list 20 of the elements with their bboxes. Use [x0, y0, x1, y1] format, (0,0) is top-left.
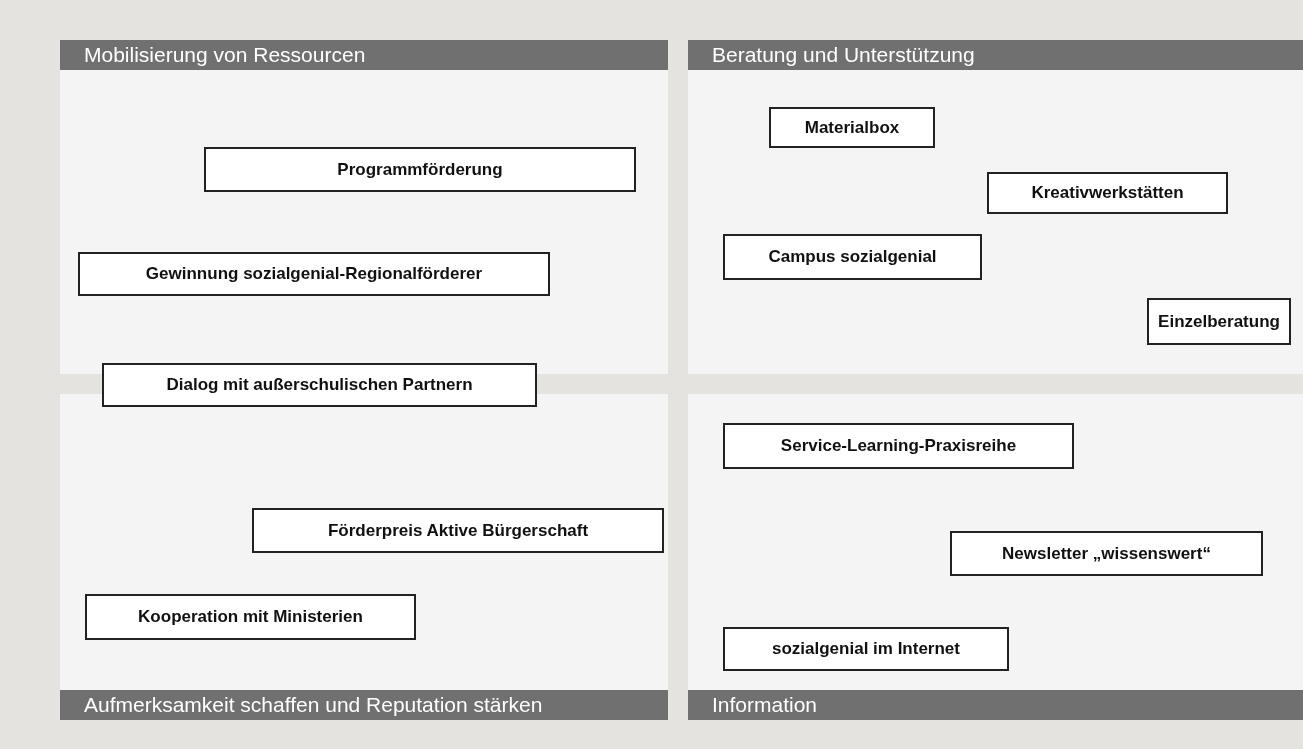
activity-box: Dialog mit außerschulischen Partnern: [102, 363, 537, 407]
activity-box: Service-Learning-Praxisreihe: [723, 423, 1074, 469]
panel-heading: Mobilisierung von Ressourcen: [60, 40, 668, 70]
panel-heading: Aufmerksamkeit schaffen und Reputation stärken: [60, 690, 668, 720]
activity-box: Materialbox: [769, 107, 935, 148]
panel-background: [688, 394, 1303, 720]
activity-box: Gewinnung sozialgenial-Regionalförderer: [78, 252, 550, 296]
activity-box: Campus sozialgenial: [723, 234, 982, 280]
activity-box: Kooperation mit Ministerien: [85, 594, 416, 640]
activity-box: Programmförderung: [204, 147, 636, 192]
panel-background: [688, 40, 1303, 374]
activity-box: Einzelberatung: [1147, 298, 1291, 345]
panel-heading: Information: [688, 690, 1303, 720]
activity-box: Kreativwerkstätten: [987, 172, 1228, 214]
activity-box: sozialgenial im Internet: [723, 627, 1009, 671]
activity-box: Newsletter „wissenswert“: [950, 531, 1263, 576]
panel-background: [60, 40, 668, 374]
panel-heading: Beratung und Unterstützung: [688, 40, 1303, 70]
panel-background: [60, 394, 668, 720]
activity-box: Förderpreis Aktive Bürgerschaft: [252, 508, 664, 553]
